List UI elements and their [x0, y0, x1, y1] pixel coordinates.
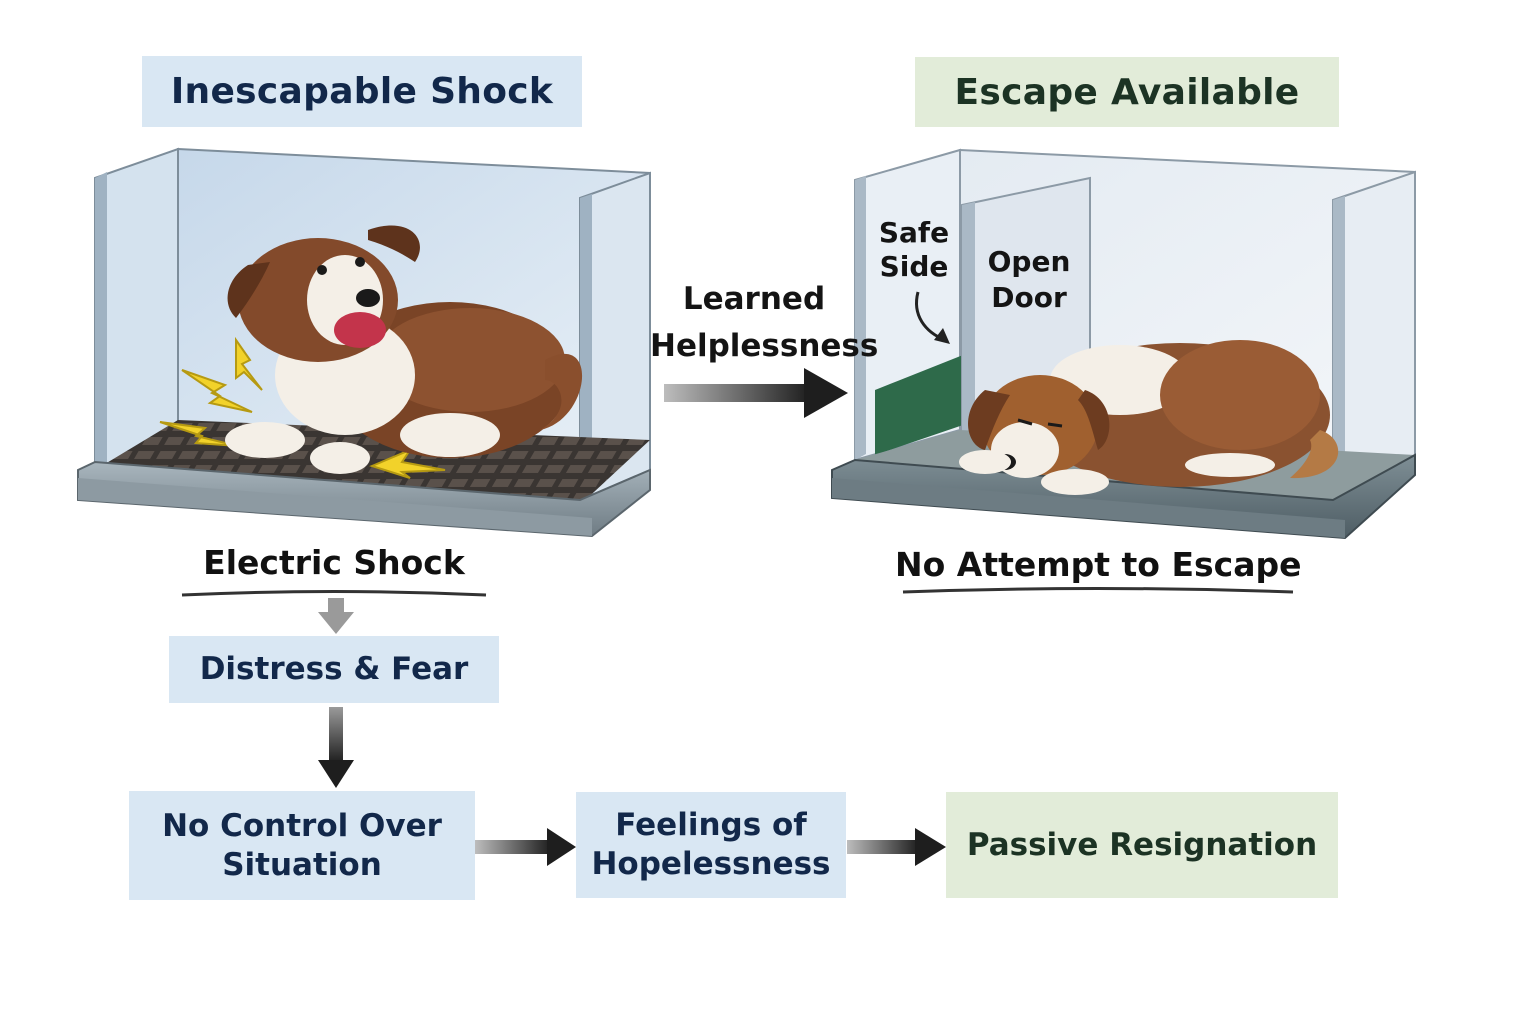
distress-fear-box: Distress & Fear [169, 636, 499, 703]
passive-resignation-box: Passive Resignation [946, 792, 1338, 898]
learned-helplessness-label: Learned Helplessness [650, 281, 879, 364]
no-attempt-caption: No Attempt to Escape [895, 545, 1302, 584]
safe-side-label: Safe Side [878, 216, 950, 283]
no-control-box: No Control Over Situation [129, 791, 475, 900]
electric-shock-caption: Electric Shock [203, 543, 465, 582]
dog-lying-illustration [959, 340, 1339, 495]
inescapable-shock-header: Inescapable Shock [142, 56, 582, 127]
escape-available-header: Escape Available [915, 57, 1339, 127]
hopelessness-box: Feelings of Hopelessness [576, 792, 846, 898]
dog-shocked-illustration [225, 225, 583, 474]
open-door-label: Open Door [987, 245, 1071, 314]
